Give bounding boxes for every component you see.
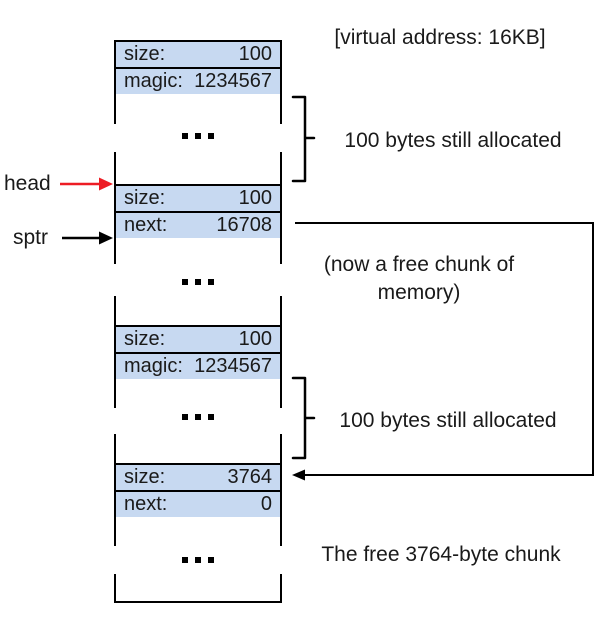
chunk3-size-row: size: 100 — [114, 325, 282, 354]
memory-segment — [114, 574, 282, 603]
free-chunk-note: (now a free chunk of memory) — [309, 251, 529, 307]
head-pointer-label: head — [4, 172, 51, 195]
chunk2-size-value: 100 — [238, 187, 272, 209]
chunk4-next-value: 0 — [260, 493, 272, 515]
chunk3-magic-row: magic: 1234567 — [114, 352, 282, 381]
free-chunk-note-line2: memory) — [377, 281, 461, 304]
ellipsis-dots — [114, 410, 282, 424]
dot — [195, 133, 201, 139]
chunk3-magic-value: 1234567 — [194, 355, 272, 377]
memory-segment — [114, 434, 282, 463]
chunk4-size-value: 3764 — [227, 466, 273, 488]
virtual-address-note: [virtual address: 16KB] — [334, 26, 546, 49]
chunk4-next-row: next: 0 — [114, 490, 282, 519]
dot — [195, 414, 201, 420]
sptr-arrow-tip — [99, 231, 113, 245]
chunk3-size-label: size: — [124, 328, 166, 350]
dot — [195, 557, 201, 563]
chunk4-next-label: next: — [124, 493, 168, 515]
chunk2-size-row: size: 100 — [114, 184, 282, 213]
chunk1-size-row: size: 100 — [114, 40, 282, 69]
dot — [195, 279, 201, 285]
memory-segment — [114, 94, 282, 124]
chunk2-next-value: 16708 — [216, 214, 272, 236]
chunk1-size-value: 100 — [238, 43, 272, 65]
brace-allocated-top — [291, 95, 316, 183]
free-chunk-note-line1: (now a free chunk of — [323, 253, 515, 276]
chunk2-next-label: next: — [124, 214, 168, 236]
free-3764-note: The free 3764-byte chunk — [321, 543, 561, 566]
ellipsis-dots — [114, 553, 282, 567]
memory-segment — [114, 379, 282, 408]
chunk3-size-value: 100 — [238, 328, 272, 350]
chunk1-magic-value: 1234567 — [194, 70, 272, 92]
chunk1-magic-row: magic: 1234567 — [114, 67, 282, 96]
ellipsis-dots — [114, 129, 282, 143]
chunk1-size-label: size: — [124, 43, 166, 65]
dot — [208, 414, 214, 420]
dot — [208, 557, 214, 563]
chunk4-size-row: size: 3764 — [114, 463, 282, 492]
memory-segment — [114, 296, 282, 325]
sptr-pointer-label: sptr — [13, 226, 49, 249]
dot — [208, 279, 214, 285]
memory-segment — [114, 238, 282, 264]
chunk3-magic-label: magic: — [124, 355, 183, 377]
dot — [182, 133, 188, 139]
ellipsis-dots — [114, 275, 282, 289]
dot — [182, 279, 188, 285]
dot — [208, 133, 214, 139]
dot — [182, 557, 188, 563]
dot — [182, 414, 188, 420]
allocated-bottom-note: 100 bytes still allocated — [339, 409, 557, 432]
memory-segment — [114, 152, 282, 184]
chunk1-magic-label: magic: — [124, 70, 183, 92]
allocated-top-note: 100 bytes still allocated — [344, 129, 562, 152]
chunk4-size-label: size: — [124, 466, 166, 488]
chunk2-next-row: next: 16708 — [114, 211, 282, 240]
memory-segment — [114, 517, 282, 546]
head-arrow-tip — [99, 177, 113, 191]
chunk2-size-label: size: — [124, 187, 166, 209]
next-pointer-arrow-tip — [292, 469, 305, 481]
